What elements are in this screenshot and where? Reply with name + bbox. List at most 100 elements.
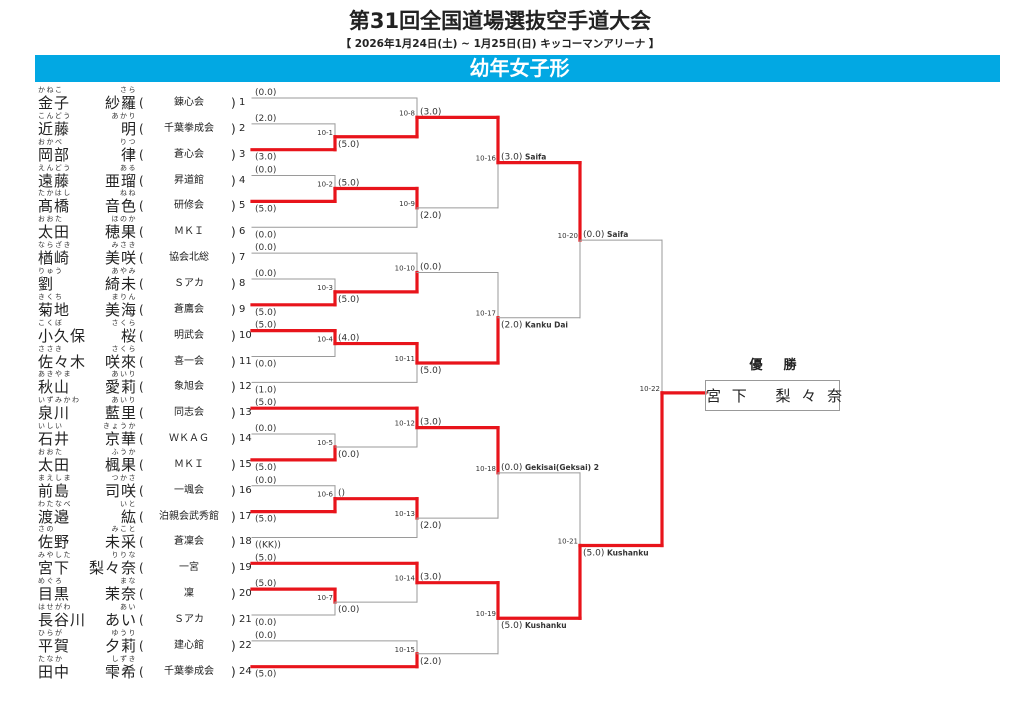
family-name: 菊地 <box>38 300 71 319</box>
entrant-score: (0.0) <box>255 166 276 176</box>
entrant-score: (5.0) <box>255 579 276 589</box>
champion-box: 宮 下 梨 々 奈 <box>705 380 842 411</box>
given-name-kana: ふうか <box>111 447 137 456</box>
match-id: 10-3 <box>317 284 333 292</box>
family-name-kana: めぐろ <box>38 577 64 586</box>
family-name-kana: みやした <box>38 551 72 560</box>
family-name-kana: きくち <box>38 292 64 301</box>
paren-open: ( <box>139 483 144 498</box>
entrant-score: (0.0) <box>255 269 276 279</box>
match-score: (0.0) <box>338 605 359 615</box>
given-name: 律 <box>120 145 137 164</box>
given-name: 明 <box>120 119 137 138</box>
match-id: 10-8 <box>399 109 415 117</box>
entrant-row: いしいきょうか石井京華(ＷＫＡＧ)14 <box>36 422 252 447</box>
dojo-name: 研修会 <box>174 200 204 212</box>
entrant-number: 9 <box>239 303 246 315</box>
entrant-score: (2.0) <box>255 114 276 124</box>
match-score: (0.0) <box>338 450 359 460</box>
entrant-row: いずみかわあいり泉川藍里(同志会)13 <box>36 396 252 421</box>
paren-open: ( <box>139 432 144 447</box>
paren-close: ) <box>231 406 236 421</box>
family-name-kana: こんどう <box>38 111 72 120</box>
paren-open: ( <box>139 406 144 421</box>
entrant-score: (0.0) <box>255 618 276 628</box>
match-id: 10-11 <box>395 355 415 363</box>
family-name: 佐々木 <box>38 352 87 371</box>
entrant-score: (0.0) <box>255 424 276 434</box>
given-name-kana: いと <box>120 499 137 508</box>
given-name-kana: あいり <box>111 396 137 405</box>
paren-close: ) <box>231 535 236 550</box>
entrant-number: 13 <box>239 407 252 419</box>
entrant-score: (3.0) <box>255 153 276 163</box>
entrant-score: (0.0) <box>255 88 276 98</box>
family-name: 太田 <box>38 455 71 474</box>
dojo-name: Ｓアカ <box>174 614 204 625</box>
dojo-name: 千葉拳成会 <box>164 122 214 134</box>
paren-open: ( <box>139 457 144 472</box>
entrant-number: 19 <box>239 562 252 574</box>
entrant-row: ひらがゆうり平賀夕莉(建心館)22 <box>36 628 252 655</box>
entrant-score: (1.0) <box>255 385 276 395</box>
given-name-kana: りつ <box>119 137 137 146</box>
given-name: 楓果 <box>104 455 137 474</box>
entrant-number: 8 <box>239 277 246 289</box>
event-date-venue: 【 2026年1月24日(土) ~ 1月25日(日) キッコーマンアリーナ 】 <box>340 38 660 50</box>
family-name-kana: わたなべ <box>38 499 72 508</box>
kata-name: Saifa <box>607 230 628 239</box>
dojo-name: 建心館 <box>174 639 204 651</box>
given-name-kana: ほのか <box>111 215 137 224</box>
entrant-number: 1 <box>239 97 246 108</box>
family-name-kana: りゅう <box>38 266 64 275</box>
match-id: 10-10 <box>395 264 415 272</box>
family-name-kana: まえしま <box>38 473 72 482</box>
family-name-kana: ひらが <box>38 628 64 637</box>
paren-close: ) <box>231 457 236 472</box>
match-id: 10-7 <box>317 594 333 602</box>
dojo-name: 千葉拳成会 <box>164 665 214 677</box>
family-name-kana: こくぼ <box>38 318 64 327</box>
dojo-name: 明武会 <box>174 329 204 341</box>
entrant-score: (5.0) <box>255 308 276 318</box>
paren-open: ( <box>139 225 144 240</box>
paren-close: ) <box>231 251 236 266</box>
paren-close: ) <box>231 587 236 602</box>
paren-open: ( <box>139 354 144 369</box>
given-name-kana: さら <box>120 86 137 94</box>
kata-name: Kanku Dai <box>525 321 568 330</box>
entrant-number: 12 <box>239 381 252 393</box>
entrant-number: 7 <box>239 252 246 264</box>
match-id: 10-17 <box>476 310 496 318</box>
entrant-row: たなかしずき田中雫希(千葉拳成会)24 <box>36 655 252 681</box>
family-name: 田中 <box>38 662 71 681</box>
family-name: 平賀 <box>38 636 71 655</box>
family-name: 長谷川 <box>38 611 87 629</box>
entrant-number: 20 <box>239 588 252 600</box>
match-score: (2.0) <box>420 657 441 667</box>
given-name-kana: あやみ <box>111 266 137 275</box>
given-name: 紗羅 <box>104 94 137 112</box>
given-name-kana: ゆうり <box>111 628 137 637</box>
match-score: (0.0) <box>420 262 441 272</box>
entrant-row: はせがわあい長谷川あい(Ｓアカ)21 <box>36 603 252 629</box>
entrant-number: 6 <box>239 226 246 238</box>
family-name: 佐野 <box>38 533 71 552</box>
paren-open: ( <box>139 380 144 395</box>
family-name-kana: おおた <box>38 215 64 224</box>
entrant-score: (5.0) <box>255 553 276 563</box>
entrant-score: (5.0) <box>255 463 276 473</box>
given-name-kana: あかり <box>111 111 137 120</box>
family-name-kana: えんどう <box>38 163 72 172</box>
family-name-kana: あきやま <box>38 370 72 379</box>
paren-open: ( <box>139 587 144 602</box>
entrant-number: 17 <box>239 510 252 522</box>
entrant-score: (0.0) <box>255 243 276 253</box>
given-name: 愛莉 <box>104 378 137 397</box>
entrant-row: りゅうあやみ劉綺未(Ｓアカ)8 <box>36 267 251 292</box>
entrant-row: めぐろまな目黒茉奈(凜)20 <box>36 577 252 602</box>
family-name-kana: たかはし <box>38 189 72 198</box>
entrant-row: おおたふうか太田楓果(ＭＫＩ)15 <box>36 447 252 474</box>
family-name-kana: はせがわ <box>38 603 72 611</box>
